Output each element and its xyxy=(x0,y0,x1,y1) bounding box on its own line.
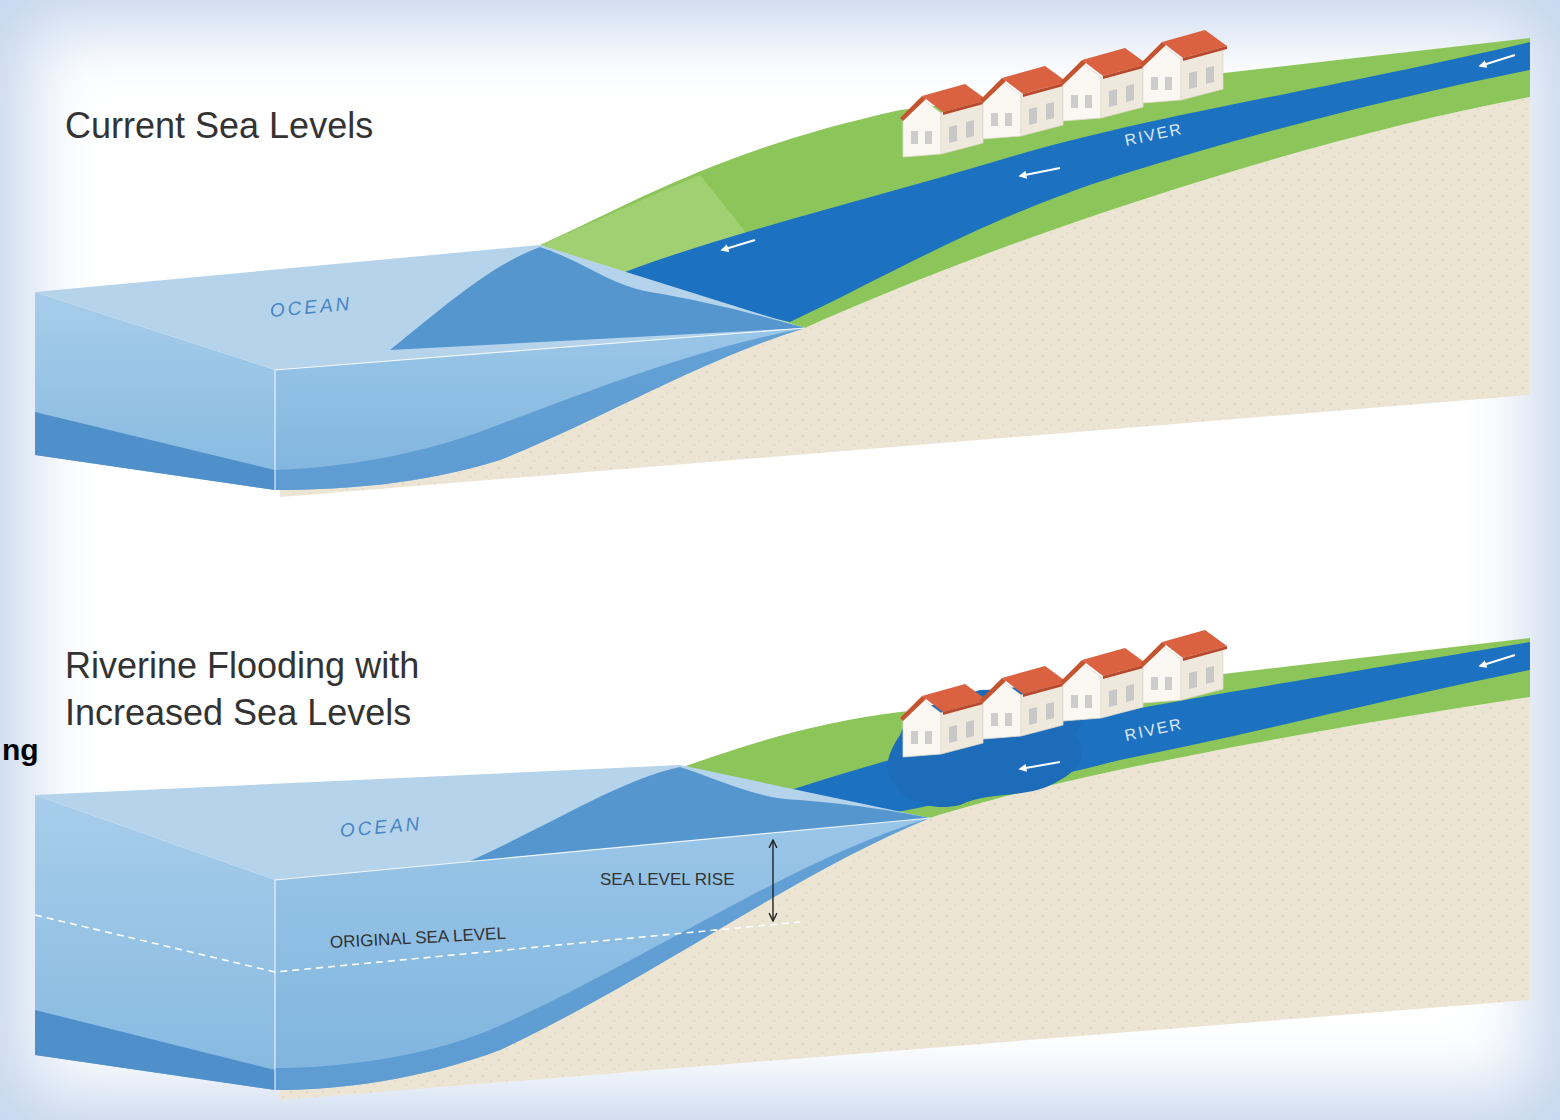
panel-title: Riverine Flooding with Increased Sea Lev… xyxy=(65,643,545,737)
edge-line xyxy=(274,370,275,490)
ocean-top-face xyxy=(35,245,805,370)
land-surface xyxy=(540,38,1530,328)
shallow-water xyxy=(470,767,930,861)
flow-arrow xyxy=(1020,168,1060,176)
ocean-label: OCEAN xyxy=(269,293,353,323)
rise-arrow xyxy=(772,840,773,921)
reference-label: ORIGINAL SEA LEVEL xyxy=(329,924,506,954)
original-level-line xyxy=(35,915,800,972)
panel-title: Current Sea Levels xyxy=(65,104,373,147)
ocean-label: OCEAN xyxy=(339,813,423,843)
flood-scene xyxy=(35,630,1530,1100)
shallow-water xyxy=(390,247,805,350)
cropped-text: ng xyxy=(2,732,39,768)
dimension-label: SEA LEVEL RISE xyxy=(600,870,735,890)
flow-arrow xyxy=(1480,55,1515,66)
flow-arrow xyxy=(1480,655,1515,666)
river xyxy=(600,42,1530,322)
river-label: RIVER xyxy=(1123,714,1185,745)
land-surface xyxy=(680,638,1530,818)
current-scene xyxy=(35,30,1530,497)
flow-arrow xyxy=(1020,762,1060,769)
ocean-left-dark xyxy=(35,412,275,490)
flow-arrow xyxy=(722,240,755,250)
ocean-left-dark xyxy=(35,1010,275,1090)
river-label: RIVER xyxy=(1123,119,1185,150)
edge-line xyxy=(275,328,805,370)
edge-line xyxy=(274,880,275,1090)
ocean-top-face xyxy=(35,765,930,880)
